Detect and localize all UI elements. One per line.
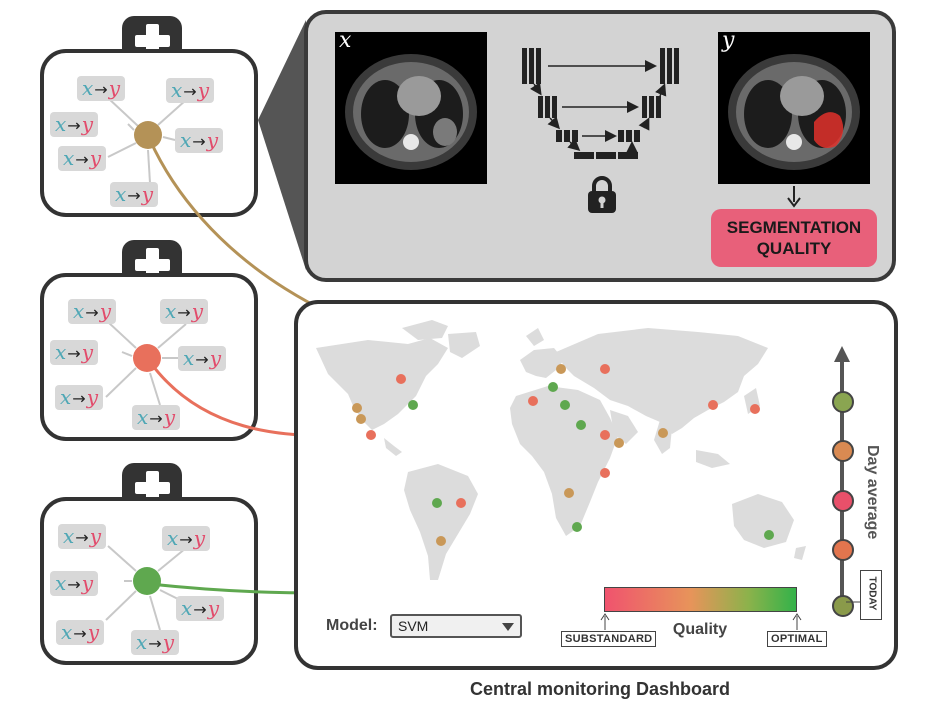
data-pair: x→y (55, 385, 103, 410)
site-dot (572, 522, 582, 532)
site-dot (750, 404, 760, 414)
timeline-dot (832, 539, 854, 561)
data-pair: x→y (68, 299, 116, 324)
site-dot (408, 400, 418, 410)
unet-diagram (522, 48, 679, 159)
day-average-label: Day average (864, 445, 881, 540)
model-panel: x (304, 10, 896, 282)
data-pair: x→y (50, 571, 98, 596)
site-dot (548, 382, 558, 392)
chevron-down-icon (502, 623, 514, 631)
site-dot (396, 374, 406, 384)
dashboard-title: Central monitoring Dashboard (469, 679, 730, 699)
day-average-timeline (834, 346, 850, 610)
timeline-dot (832, 440, 854, 462)
site-dot (560, 400, 570, 410)
quality-gradient-bar (604, 587, 797, 612)
lock-icon (588, 176, 616, 213)
model-label: Model: (326, 617, 378, 634)
hospital-node-3 (133, 567, 161, 595)
data-pair: x→y (175, 128, 223, 153)
timeline-dot (832, 595, 854, 617)
site-dot (764, 530, 774, 540)
data-pair: x→y (77, 76, 125, 101)
site-dot (456, 498, 466, 508)
site-dot (432, 498, 442, 508)
down-arrow-icon (787, 186, 801, 208)
quality-label: Quality (672, 621, 728, 638)
ct-output-image: y (718, 32, 870, 184)
data-pair: x→y (166, 78, 214, 103)
segmentation-quality-box: SEGMENTATION QUALITY (711, 209, 877, 267)
data-pair: x→y (176, 596, 224, 621)
site-dot (614, 438, 624, 448)
hospital-node-2 (133, 344, 161, 372)
site-dot (708, 400, 718, 410)
today-pointer (846, 601, 860, 603)
site-dot (366, 430, 376, 440)
site-dot (356, 414, 366, 424)
hospital-node-1 (134, 121, 162, 149)
data-pair: x→y (58, 146, 106, 171)
site-dot (352, 403, 362, 413)
dashboard-panel (294, 300, 898, 670)
output-label: y (722, 32, 735, 53)
site-dot (658, 428, 668, 438)
zoom-funnel (258, 20, 306, 270)
substandard-tag: SUBSTANDARD (561, 631, 657, 647)
data-pair: x→y (58, 524, 106, 549)
data-pair: x→y (131, 630, 179, 655)
model-select[interactable]: SVM (390, 614, 522, 638)
site-dot (576, 420, 586, 430)
ct-input-image: x (335, 32, 487, 184)
today-tag: TODAY (860, 570, 882, 620)
timeline-dot (832, 391, 854, 413)
site-dot (436, 536, 446, 546)
site-dot (564, 488, 574, 498)
site-dot (600, 364, 610, 374)
data-pair: x→y (160, 299, 208, 324)
site-dot (556, 364, 566, 374)
data-pair: x→y (110, 182, 158, 207)
data-pair: x→y (50, 112, 98, 137)
input-label: x (339, 32, 352, 53)
site-dot (600, 430, 610, 440)
world-map (316, 320, 806, 580)
data-pair: x→y (56, 620, 104, 645)
data-pair: x→y (132, 405, 180, 430)
timeline-dot (832, 490, 854, 512)
data-pair: x→y (50, 340, 98, 365)
data-pair: x→y (178, 346, 226, 371)
data-pair: x→y (162, 526, 210, 551)
site-dot (600, 468, 610, 478)
quality-scale-ticks (600, 613, 802, 630)
optimal-tag: OPTIMAL (767, 631, 827, 647)
site-dot (528, 396, 538, 406)
